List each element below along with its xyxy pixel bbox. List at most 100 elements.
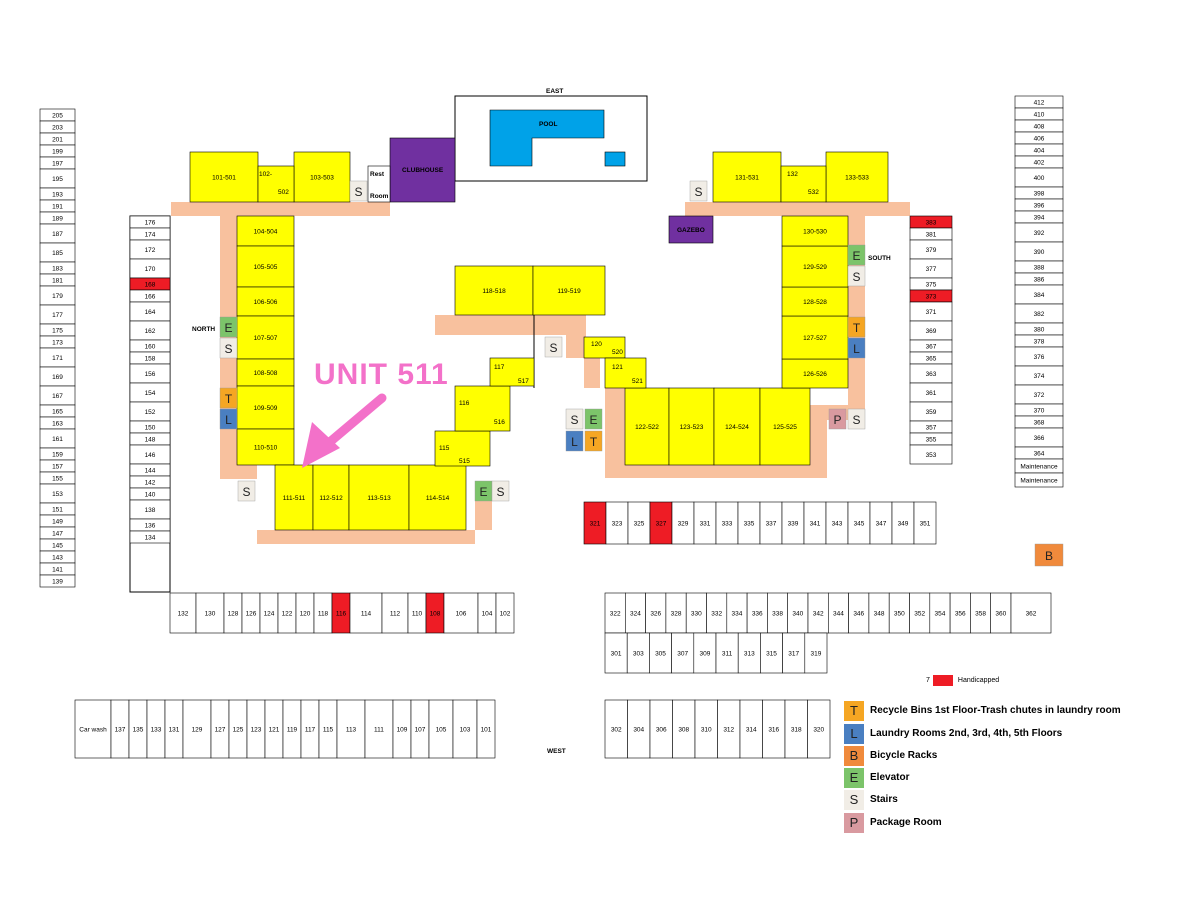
laundry-badge: L: [219, 408, 238, 430]
stall-number: 347: [876, 520, 887, 527]
stall-number: 400: [1034, 175, 1045, 182]
stall-number: 303: [633, 650, 644, 657]
building-label: 515: [459, 458, 470, 465]
legend-item-stairs: S Stairs: [844, 789, 898, 810]
stall-number: 301: [611, 650, 622, 657]
stall-number: 372: [1034, 392, 1045, 399]
stall-number: 174: [145, 231, 156, 238]
stall-number: 120: [300, 610, 311, 617]
stall-102: 102: [495, 592, 515, 634]
stall-151: 151: [39, 502, 76, 516]
building-label: 115: [439, 445, 450, 452]
stall-number: 357: [926, 424, 937, 431]
stall-number: 363: [926, 371, 937, 378]
stall-number: 327: [656, 520, 667, 527]
stall-143: 143: [39, 550, 76, 564]
stall-164: 164: [129, 301, 171, 322]
stall-114: 114: [349, 592, 383, 634]
stall-number: 185: [52, 250, 63, 257]
stall-number: 330: [691, 610, 702, 617]
elevator-badge: E: [584, 408, 603, 430]
stall-number: 176: [145, 219, 156, 226]
unit-511-arrow: [302, 393, 387, 468]
stall-176: 176: [129, 215, 171, 229]
building-130-530: 130-530: [781, 215, 849, 247]
stall-number: 332: [711, 610, 722, 617]
stall-number: 201: [52, 136, 63, 143]
stall-177: 177: [39, 304, 76, 325]
svg-text:S: S: [496, 485, 504, 499]
stall-number: 162: [145, 328, 156, 335]
stall-number: 105: [436, 726, 447, 733]
stall-189: 189: [39, 211, 76, 225]
building-112-512: 112-512: [312, 464, 350, 531]
stall-376: 376: [1014, 346, 1064, 367]
stall-number: 408: [1034, 123, 1045, 130]
stall-133: 133: [146, 699, 166, 759]
stall-330: 330: [685, 592, 707, 634]
stall-number: 321: [590, 520, 601, 527]
stall-number: 124: [264, 610, 275, 617]
stall-number: 203: [52, 124, 63, 131]
stall-410: 410: [1014, 107, 1064, 121]
stall-number: 370: [1034, 407, 1045, 414]
stall-number: 150: [145, 424, 156, 431]
stall-166: 166: [129, 289, 171, 303]
building-label: 521: [632, 378, 643, 385]
building-121-521: 121 521: [604, 357, 647, 389]
building-128-528: 128-528: [781, 286, 849, 317]
pool: [489, 109, 605, 167]
legend-label: Bicycle Racks: [870, 750, 938, 761]
stall-number: 155: [52, 475, 63, 482]
building-label: 126-526: [803, 371, 827, 378]
stall-number: 132: [178, 610, 189, 617]
stall-number: 118: [318, 610, 329, 617]
stall-174: 174: [129, 227, 171, 241]
stall-301: 301: [604, 632, 628, 674]
building-label: 102-: [259, 171, 272, 178]
handicapped-count: 7: [926, 677, 930, 684]
stall-number: 156: [145, 371, 156, 378]
stall-number: 349: [898, 520, 909, 527]
stall-number: 317: [788, 650, 799, 657]
stairs-badge: S: [844, 789, 864, 810]
svg-text:S: S: [852, 413, 860, 427]
stall-354: 354: [929, 592, 951, 634]
elevator-badge: E: [847, 244, 866, 266]
stall-number: 374: [1034, 373, 1045, 380]
stall-number: 183: [52, 265, 63, 272]
stall-number: 325: [634, 520, 645, 527]
stall-number: 342: [813, 610, 824, 617]
stall-131: 131: [164, 699, 184, 759]
stairs-badge: S: [237, 480, 256, 502]
stall-Maintenance: Maintenance: [1014, 458, 1064, 474]
stall-127: 127: [210, 699, 230, 759]
stall-number: 146: [145, 452, 156, 459]
stall-number: 125: [233, 726, 244, 733]
stall-161: 161: [39, 428, 76, 449]
stall-number: 136: [145, 522, 156, 529]
building-label: 132: [787, 171, 798, 178]
stall-323: 323: [605, 501, 629, 545]
stall-307: 307: [671, 632, 695, 674]
stall-335: 335: [737, 501, 761, 545]
stall-195: 195: [39, 168, 76, 189]
building-110-510: 110-510: [236, 428, 295, 466]
stall-302: 302: [604, 699, 628, 759]
building-label: 121: [612, 364, 623, 371]
stall-number: 126: [246, 610, 257, 617]
building-label: 112-512: [319, 495, 343, 502]
stall-165: 165: [39, 404, 76, 418]
stall-number: 139: [52, 578, 63, 585]
stall-377: 377: [909, 258, 953, 279]
pool-spa: [604, 151, 626, 167]
stall-172: 172: [129, 239, 171, 260]
building-label: 104-504: [254, 228, 278, 235]
bicycle-badge: B: [844, 745, 864, 766]
svg-text:L: L: [225, 413, 232, 427]
trash-recycle-badge: T: [844, 700, 864, 721]
gazebo: [668, 215, 714, 244]
stall-number: 392: [1034, 230, 1045, 237]
stall-326: 326: [645, 592, 667, 634]
